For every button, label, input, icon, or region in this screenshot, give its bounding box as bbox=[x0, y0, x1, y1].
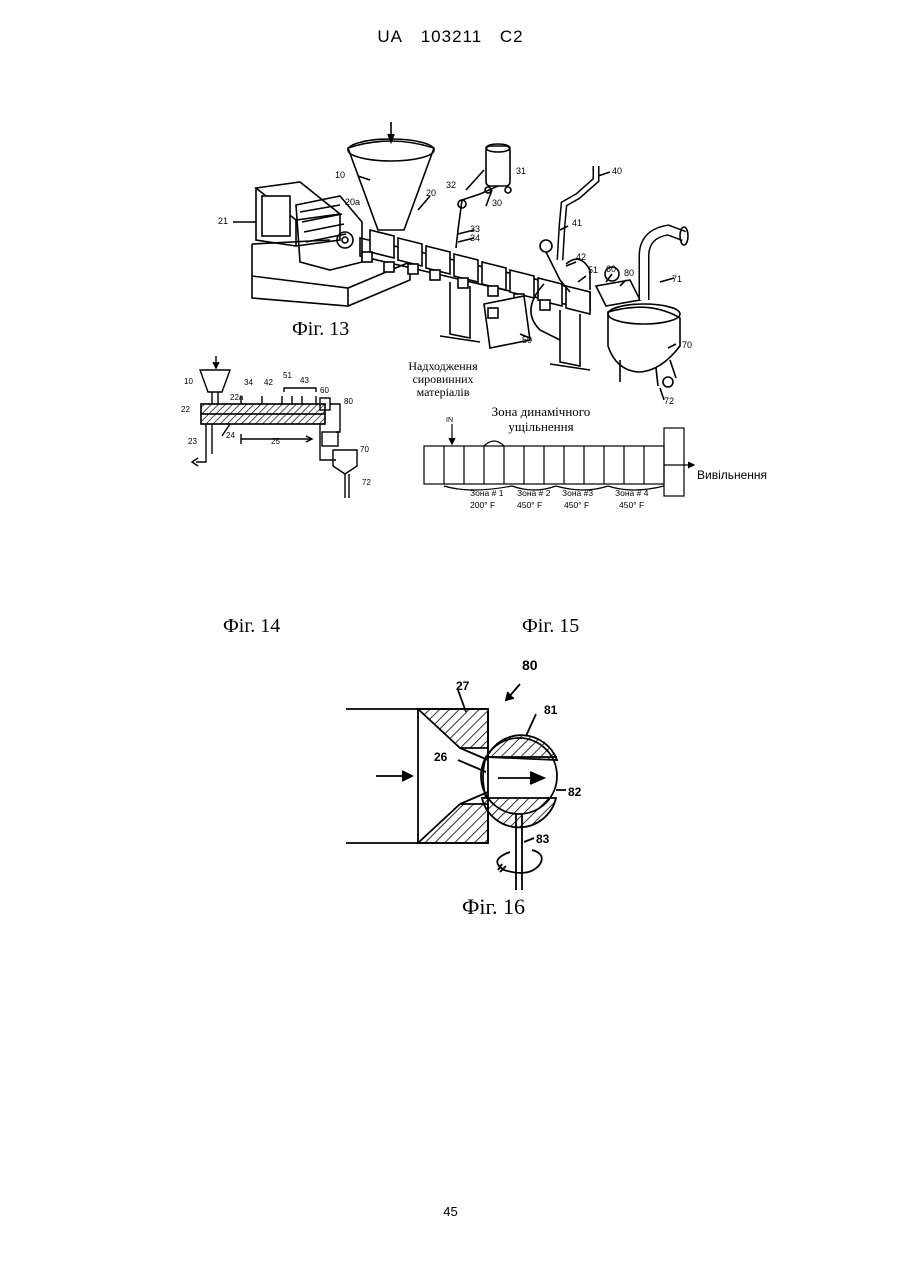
fig16-label-26: 26 bbox=[434, 750, 448, 764]
fig16-label-80: 80 bbox=[522, 657, 538, 673]
fig16-label-82: 82 bbox=[568, 785, 582, 799]
fig16-caption: Фіг. 16 bbox=[462, 894, 525, 920]
page-number: 45 bbox=[0, 1204, 901, 1219]
fig16-label-81: 81 bbox=[544, 703, 558, 717]
fig16-label-27: 27 bbox=[456, 679, 470, 693]
fig16-label-83: 83 bbox=[536, 832, 550, 846]
